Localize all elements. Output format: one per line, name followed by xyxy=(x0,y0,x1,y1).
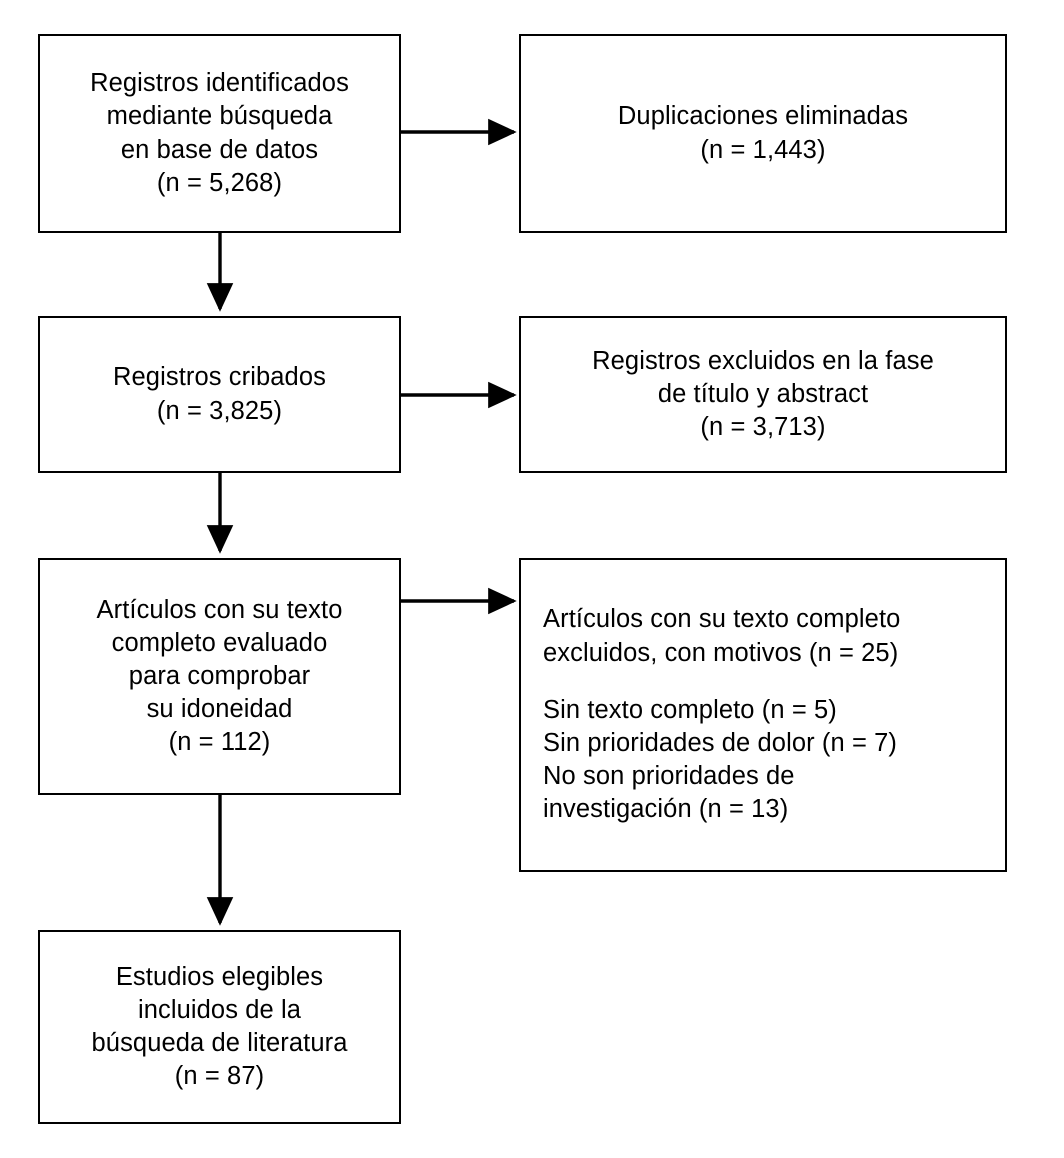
box-duplicates-removed-line-1: Duplicaciones eliminadas xyxy=(617,102,909,131)
box-fulltext-assessed-count: (n = 112) xyxy=(168,728,271,757)
box-records-identified-line-2: mediante búsqueda xyxy=(106,102,333,131)
box-records-identified: Registros identificados mediante búsqued… xyxy=(38,34,401,233)
box-fulltext-assessed-line-2: completo evaluado xyxy=(111,628,328,657)
box-records-screened: Registros cribados (n = 3,825) xyxy=(38,316,401,473)
box-records-excluded: Registros excluidos en la fase de título… xyxy=(519,316,1007,473)
box-fulltext-assessed-line-1: Artículos con su texto xyxy=(96,595,343,624)
box-records-screened-count: (n = 3,825) xyxy=(156,396,283,425)
box-fulltext-excluded-reason-1: Sin texto completo (n = 5) xyxy=(543,695,837,724)
box-fulltext-excluded-reason-3-part-2: investigación (n = 13) xyxy=(543,795,789,824)
box-records-identified-count: (n = 5,268) xyxy=(156,168,283,197)
box-records-excluded-count: (n = 3,713) xyxy=(700,413,826,442)
box-records-excluded-line-2: de título y abstract xyxy=(657,379,869,408)
box-fulltext-assessed: Artículos con su texto completo evaluado… xyxy=(38,558,401,795)
box-studies-included-count: (n = 87) xyxy=(174,1062,265,1091)
box-studies-included-line-3: búsqueda de literatura xyxy=(91,1029,348,1057)
box-fulltext-excluded-reason-2: Sin prioridades de dolor (n = 7) xyxy=(543,729,898,758)
box-records-identified-line-1: Registros identificados xyxy=(90,69,349,98)
box-duplicates-removed-count: (n = 1,443) xyxy=(700,135,826,164)
box-records-screened-line-1: Registros cribados xyxy=(113,363,326,392)
box-studies-included-line-1: Estudios elegibles xyxy=(115,962,324,991)
box-fulltext-excluded-line-1: Artículos con su texto completo xyxy=(543,605,901,634)
box-fulltext-assessed-line-4: su idoneidad xyxy=(146,695,293,724)
box-duplicates-removed: Duplicaciones eliminadas (n = 1,443) xyxy=(519,34,1007,233)
box-records-excluded-line-1: Registros excluidos en la fase xyxy=(592,346,934,375)
box-fulltext-excluded: Artículos con su texto completo excluido… xyxy=(519,558,1007,872)
box-fulltext-excluded-count: excluidos, con motivos (n = 25) xyxy=(543,638,899,667)
box-studies-included: Estudios elegibles incluidos de la búsqu… xyxy=(38,930,401,1124)
box-studies-included-line-2: incluidos de la xyxy=(137,995,302,1024)
box-records-identified-line-3: en base de datos xyxy=(120,135,319,164)
box-fulltext-excluded-reason-3-part-1: No son prioridades de xyxy=(543,762,795,791)
box-fulltext-assessed-line-3: para comprobar xyxy=(128,661,311,690)
